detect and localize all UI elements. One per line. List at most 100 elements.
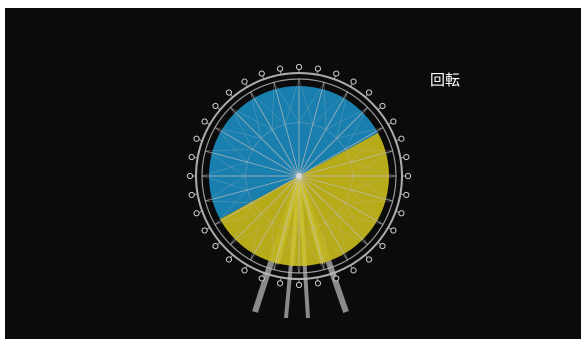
wheel-spoke xyxy=(273,82,300,177)
wheel-lattice xyxy=(345,149,393,152)
wheel-spoke xyxy=(250,91,300,177)
wheel-lattice xyxy=(250,227,286,261)
gondola xyxy=(241,267,248,274)
wheel-spoke xyxy=(205,175,300,202)
gondola xyxy=(276,280,284,287)
wheel-lattice xyxy=(214,127,262,139)
gondola xyxy=(390,118,397,125)
wheel-lattice xyxy=(273,82,300,123)
gondola xyxy=(295,281,303,289)
wheel-lattice xyxy=(344,202,368,245)
wheel-lattice xyxy=(325,107,368,131)
gondola xyxy=(379,242,386,250)
wheel-lattice xyxy=(325,221,368,245)
wheel-lattice xyxy=(350,175,397,191)
wheel-spoke xyxy=(230,175,300,245)
gondola xyxy=(212,102,219,110)
wheel-lattice xyxy=(250,213,262,261)
wheel-spoke xyxy=(298,91,348,177)
wheel-lattice xyxy=(312,91,348,125)
wheel-lattice xyxy=(230,202,254,245)
gondola xyxy=(201,118,208,125)
wheel-lattice xyxy=(230,107,273,131)
wheel-lattice xyxy=(230,221,273,245)
gondola xyxy=(350,78,357,85)
wheel-lattice xyxy=(250,91,286,125)
gondola xyxy=(193,135,200,142)
wheel-lattice xyxy=(336,213,384,225)
gondola xyxy=(403,191,410,199)
wheel-spoke xyxy=(298,82,325,177)
wheel-lattice xyxy=(250,91,262,139)
ferris-wheel-canvas: 回転 xyxy=(5,8,581,339)
wheel-lattice xyxy=(214,213,262,225)
wheel-structure xyxy=(195,72,403,280)
wheel-spoke xyxy=(298,175,368,245)
wheel-lattice xyxy=(214,189,248,225)
gondola xyxy=(404,172,412,180)
wheel-lattice xyxy=(336,127,384,139)
gondola xyxy=(379,102,386,110)
wheel-inner-ring xyxy=(245,122,353,230)
gondola xyxy=(188,153,195,161)
wheel-lattice xyxy=(323,222,326,270)
wheel-lattice xyxy=(205,175,246,202)
wheel-spoke xyxy=(298,175,393,202)
wheel-lattice xyxy=(298,229,325,270)
wheel-lattice xyxy=(345,200,393,203)
wheel-hub xyxy=(296,173,302,179)
wheel-spoke xyxy=(214,175,300,225)
wheel-spoke xyxy=(298,107,368,177)
gondola xyxy=(314,65,322,72)
support-leg-overlay-2 xyxy=(290,175,301,267)
wheel-spoke xyxy=(298,175,384,225)
ferris-wheel-scene xyxy=(186,63,412,319)
wheel-spoke xyxy=(298,175,348,261)
gondola xyxy=(350,267,357,274)
wheel-lattice xyxy=(284,227,300,274)
wheel-spoke xyxy=(298,127,384,177)
gondola xyxy=(201,227,208,234)
gondola xyxy=(398,210,405,217)
wheel-spoke xyxy=(273,175,300,270)
wheel-lattice xyxy=(336,213,348,261)
wheel-lattice xyxy=(344,107,368,150)
wheel-lattice xyxy=(214,127,248,163)
gondola xyxy=(212,242,219,250)
wheel-lattice xyxy=(336,91,348,139)
wheel-lattice xyxy=(352,175,393,202)
gondola xyxy=(333,275,340,282)
wheel-lattice xyxy=(350,189,384,225)
gondola xyxy=(398,135,405,142)
wheel-lattice xyxy=(350,127,384,163)
wheel-lattice xyxy=(201,175,248,191)
gondola xyxy=(188,191,195,199)
rotate-button[interactable]: 回転 xyxy=(430,71,461,89)
gondola xyxy=(186,172,194,180)
wheel-lattice xyxy=(298,227,314,274)
gondola xyxy=(365,89,373,96)
wheel-lattice xyxy=(272,82,275,130)
wheel-lattice xyxy=(350,161,397,177)
wheel-lattice xyxy=(205,200,253,203)
wheel-spoke xyxy=(205,150,300,177)
wheel-lattice xyxy=(273,229,300,270)
wheel-spoke xyxy=(230,107,300,177)
wheel-lattice xyxy=(272,222,275,270)
gondola xyxy=(390,227,397,234)
gondola xyxy=(193,210,200,217)
wheel-spoke xyxy=(298,150,393,177)
gondola xyxy=(241,78,248,85)
wheel-lattice xyxy=(205,150,246,177)
wheel-spoke xyxy=(250,175,300,261)
wheel-lattice xyxy=(298,78,314,125)
gondola xyxy=(314,280,322,287)
gondola xyxy=(258,275,265,282)
wheel-lattice xyxy=(323,82,326,130)
gondola xyxy=(295,63,303,71)
wheel-lattice xyxy=(352,150,393,177)
wheel-lattice xyxy=(205,149,253,152)
wheel-spoke xyxy=(298,175,325,270)
gondola xyxy=(225,89,233,96)
wheel-lattice xyxy=(312,227,348,261)
